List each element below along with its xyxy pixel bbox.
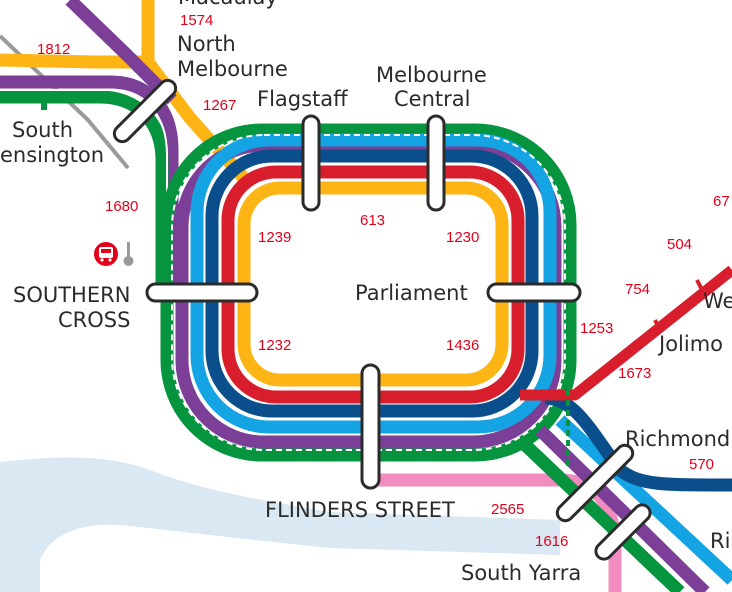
station-marker-southern-cross[interactable] [145,282,259,303]
count-754: 754 [625,281,650,298]
count-1230: 1230 [446,229,479,246]
count-1232: 1232 [258,337,291,354]
count-67: 67 [713,193,730,210]
count-1436: 1436 [446,337,479,354]
label-north-melbourne-2: Melbourne [177,57,288,81]
label-west-richmond: We [703,289,732,313]
cyan-line-se [555,415,732,585]
label-parliament: Parliament [355,281,468,305]
count-1253: 1253 [580,320,613,337]
station-marker-richmond[interactable] [554,442,636,524]
label-richmond: Richmond [625,427,730,451]
count-1812: 1812 [37,41,70,58]
green-line-se [515,435,685,592]
count-2565: 2565 [491,501,524,518]
label-jolimont: Jolimo [657,332,723,356]
count-1616: 1616 [535,533,568,550]
count-570: 570 [689,456,714,473]
label-south-yarra: South Yarra [461,561,581,585]
label-south-kensington-1: South [12,118,73,142]
count-1673: 1673 [618,365,651,382]
count-1239: 1239 [258,229,291,246]
purple-line-se [535,425,710,592]
station-marker-flinders-street[interactable] [360,363,381,490]
label-south-kensington-2: ensington [0,143,104,167]
count-1680: 1680 [105,198,138,215]
label-melbourne-central-1: Melbourne [376,63,487,87]
count-1574: 1574 [180,12,213,29]
red-line-ne [520,265,732,401]
tram-stop-icon [123,242,134,266]
label-southern-cross-1: SOUTHERN [13,283,130,307]
count-504: 504 [667,236,692,253]
label-flagstaff: Flagstaff [257,87,348,111]
station-marker-flagstaff[interactable] [301,114,321,212]
label-north-melbourne-1: North [177,32,236,56]
label-melbourne-central-2: Central [394,87,470,111]
count-1267: 1267 [203,97,236,114]
count-613: 613 [360,212,385,229]
station-marker-north-melbourne[interactable] [111,77,179,145]
station-marker-parliament[interactable] [486,282,582,303]
station-marker-south-yarra[interactable] [593,502,654,563]
yarra-river [0,457,560,592]
bus-icon [94,242,118,266]
label-top-partial: Macaulay [178,0,278,9]
label-southern-cross-2: CROSS [58,308,130,332]
label-riverside-partial: Ri [710,529,730,553]
station-marker-melbourne-central[interactable] [426,114,446,212]
label-flinders-street: FLINDERS STREET [265,498,455,522]
